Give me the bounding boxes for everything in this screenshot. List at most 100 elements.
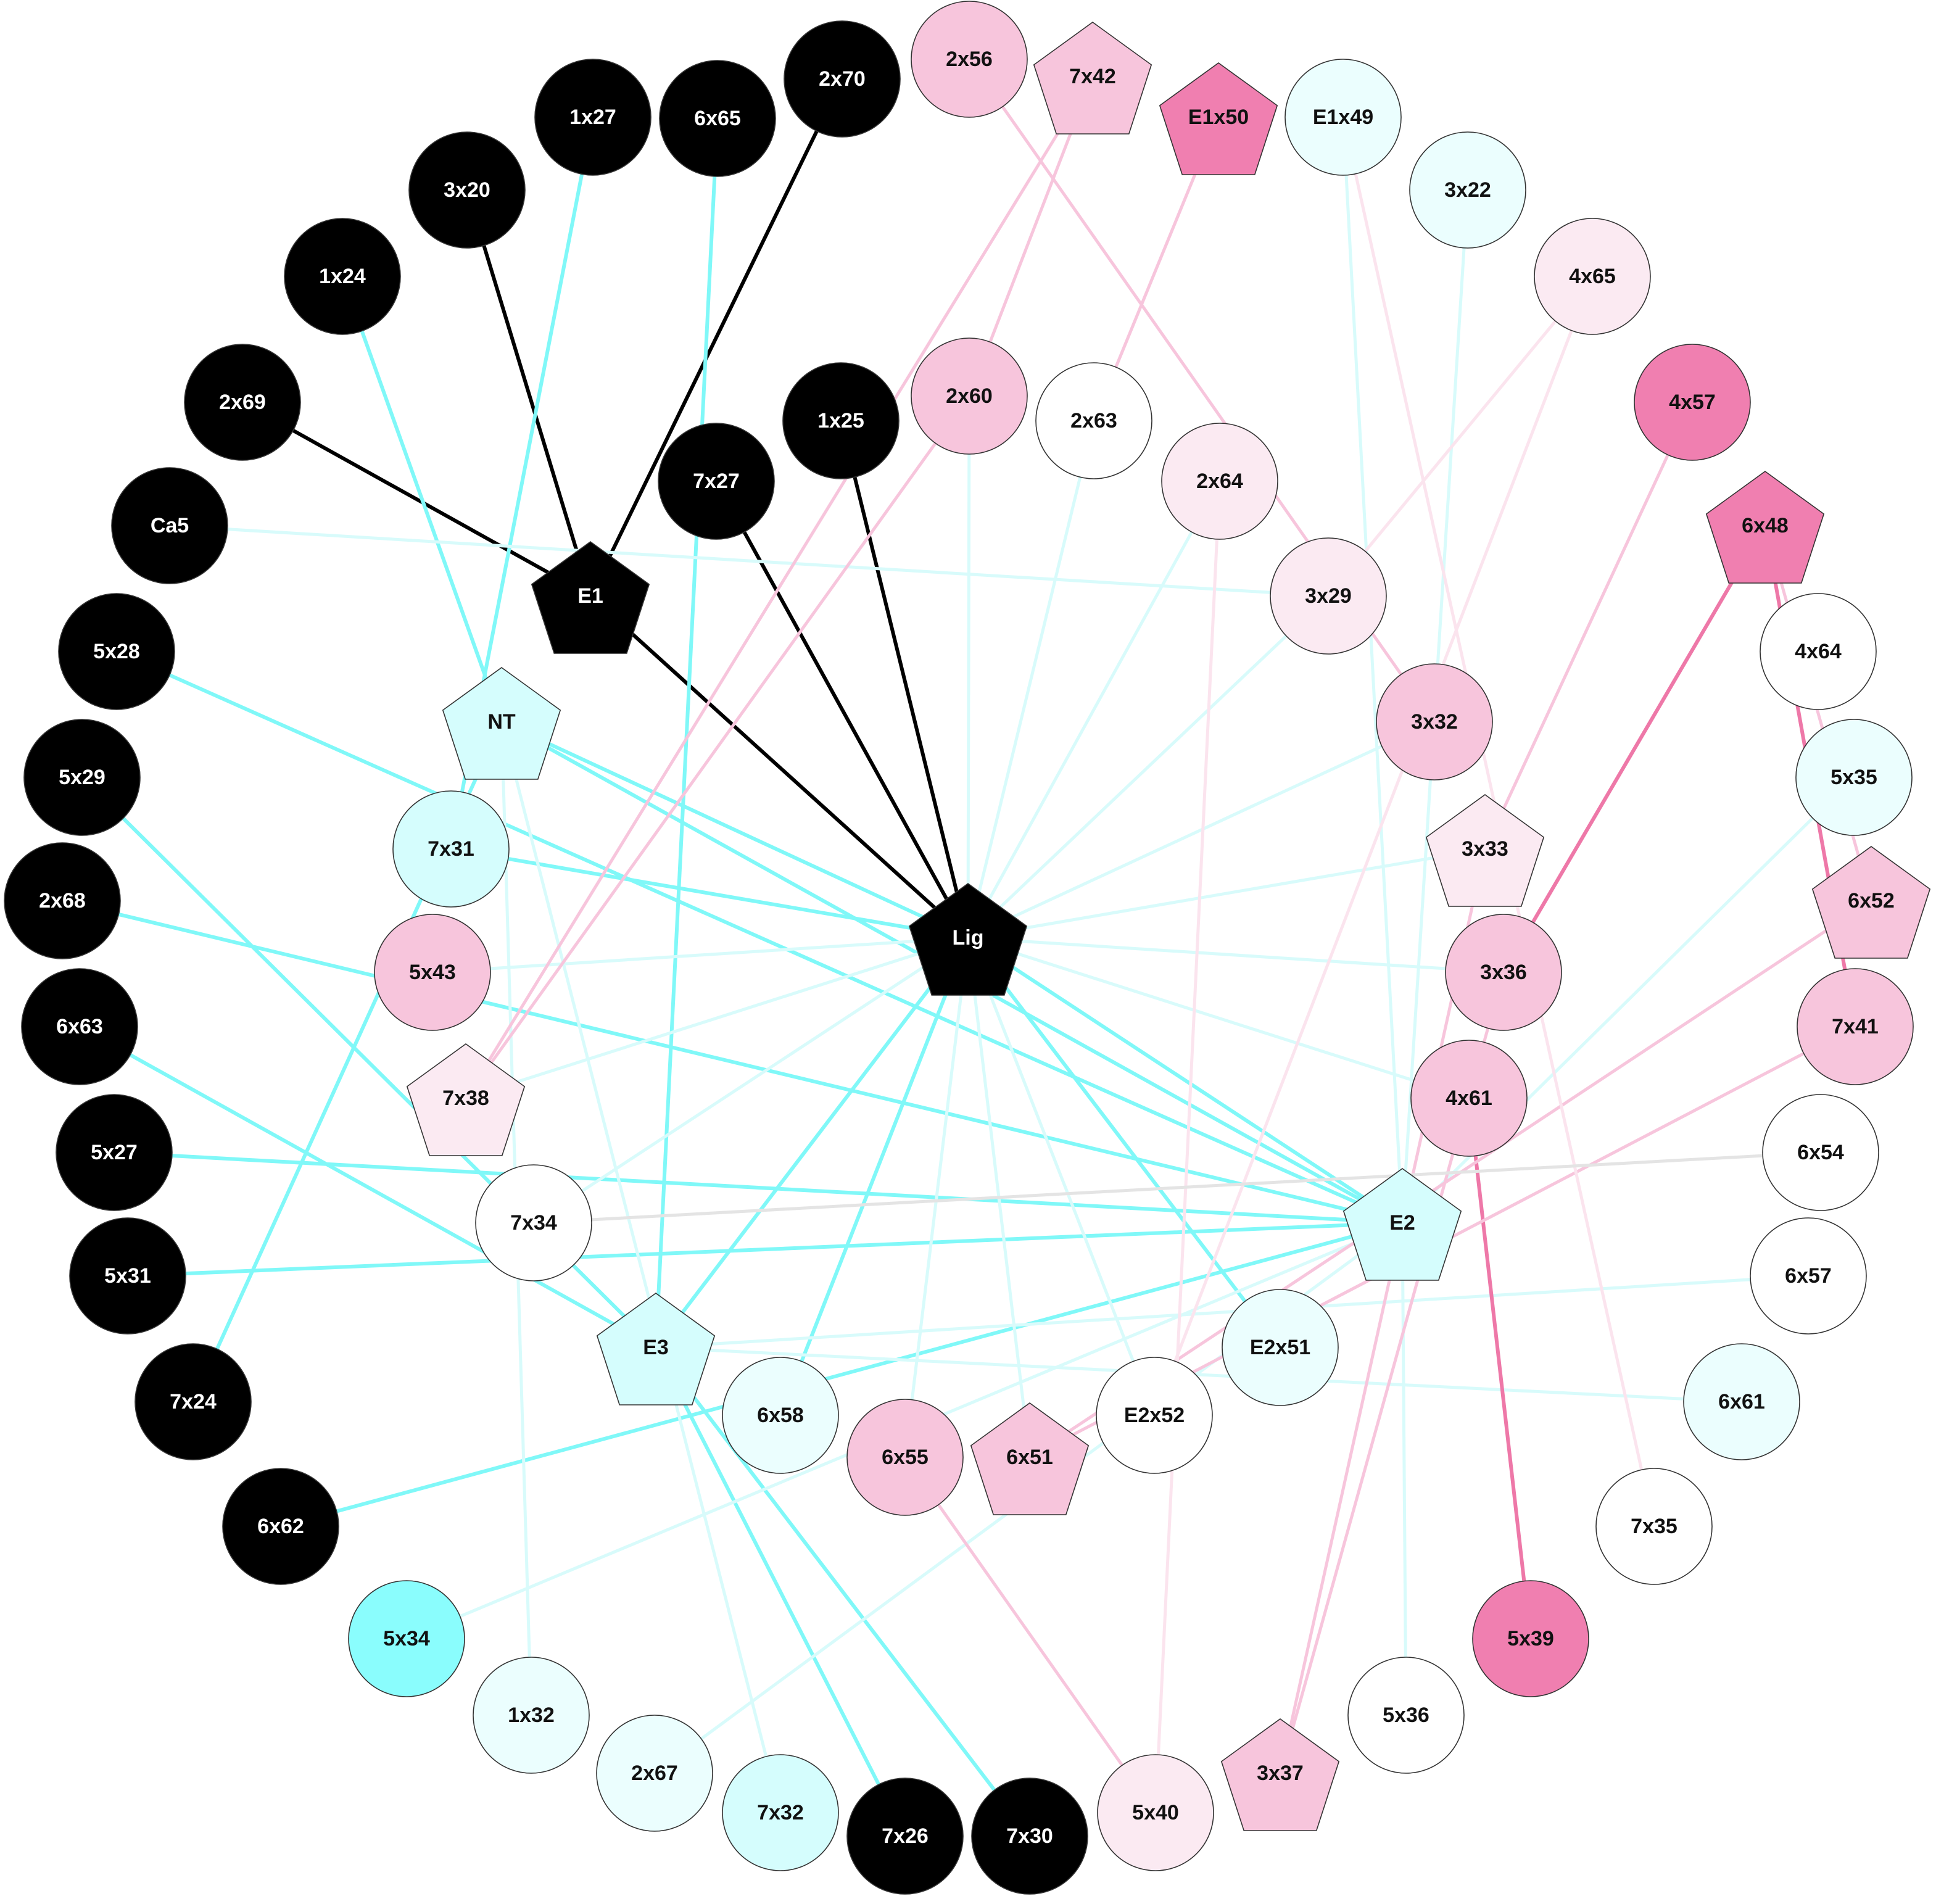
node-4x65[interactable]: 4x65	[1534, 218, 1651, 335]
node-7x27[interactable]: 7x27	[658, 423, 775, 540]
node-label: 3x22	[1444, 178, 1491, 202]
node-5x36[interactable]: 5x36	[1347, 1657, 1465, 1774]
node-6x54[interactable]: 6x54	[1762, 1094, 1879, 1211]
node-E3[interactable]: E3	[596, 1293, 716, 1405]
node-E2x52[interactable]: E2x52	[1096, 1357, 1213, 1474]
edge-Lig-4x61	[967, 936, 1470, 1100]
node-Lig[interactable]: Lig	[908, 883, 1028, 996]
edge-2x60-7x38	[464, 395, 971, 1099]
node-2x56[interactable]: 2x56	[911, 1, 1028, 118]
node-1x25[interactable]: 1x25	[782, 362, 900, 479]
node-4x57[interactable]: 4x57	[1634, 344, 1751, 461]
node-label: 5x40	[1132, 1801, 1179, 1824]
node-7x31[interactable]: 7x31	[392, 790, 510, 908]
node-label: 5x28	[93, 640, 140, 663]
node-4x64[interactable]: 4x64	[1760, 593, 1877, 710]
node-7x38[interactable]: 7x38	[406, 1043, 526, 1156]
circle-shape	[475, 1164, 592, 1281]
node-5x39[interactable]: 5x39	[1472, 1580, 1589, 1697]
node-6x62[interactable]: 6x62	[222, 1468, 339, 1585]
node-E2x51[interactable]: E2x51	[1222, 1289, 1339, 1406]
node-6x61[interactable]: 6x61	[1683, 1343, 1800, 1460]
node-7x32[interactable]: 7x32	[722, 1754, 839, 1871]
pentagon-shape	[1811, 846, 1931, 959]
node-3x29[interactable]: 3x29	[1270, 537, 1387, 655]
node-7x42[interactable]: 7x42	[1033, 22, 1152, 135]
node-1x27[interactable]: 1x27	[534, 59, 652, 176]
node-7x26[interactable]: 7x26	[846, 1778, 964, 1895]
node-E1x49[interactable]: E1x49	[1284, 59, 1402, 176]
node-7x41[interactable]: 7x41	[1797, 968, 1914, 1085]
node-2x63[interactable]: 2x63	[1035, 362, 1152, 479]
node-5x31[interactable]: 5x31	[69, 1217, 186, 1335]
node-label: 4x65	[1569, 265, 1616, 288]
node-2x60[interactable]: 2x60	[911, 337, 1028, 455]
circle-shape	[1347, 1657, 1465, 1774]
node-5x28[interactable]: 5x28	[58, 593, 175, 710]
node-5x40[interactable]: 5x40	[1097, 1754, 1214, 1871]
circle-shape	[392, 790, 510, 908]
node-label: 6x48	[1742, 514, 1789, 537]
node-2x70[interactable]: 2x70	[784, 20, 901, 138]
node-2x67[interactable]: 2x67	[596, 1715, 713, 1832]
node-E1x50[interactable]: E1x50	[1159, 62, 1278, 175]
edge-Lig-E2	[967, 936, 1404, 1225]
node-7x35[interactable]: 7x35	[1595, 1468, 1713, 1585]
node-E1[interactable]: E1	[531, 541, 650, 654]
node-3x36[interactable]: 3x36	[1445, 914, 1562, 1031]
node-6x65[interactable]: 6x65	[659, 60, 776, 177]
node-2x64[interactable]: 2x64	[1161, 423, 1278, 540]
node-3x20[interactable]: 3x20	[408, 131, 526, 249]
node-3x37[interactable]: 3x37	[1220, 1718, 1340, 1831]
circle-shape	[534, 59, 652, 176]
node-6x48[interactable]: 6x48	[1705, 471, 1825, 584]
circle-shape	[596, 1715, 713, 1832]
edge-6x62-E2	[280, 1221, 1403, 1528]
node-6x51[interactable]: 6x51	[970, 1402, 1090, 1515]
node-Ca5[interactable]: Ca5	[111, 467, 228, 584]
edge-Lig-3x33	[967, 847, 1486, 940]
node-label: 7x38	[442, 1087, 489, 1110]
node-6x57[interactable]: 6x57	[1750, 1217, 1867, 1335]
edge-Lig-7x38	[465, 936, 969, 1100]
circle-shape	[184, 344, 301, 461]
edge-Lig-E3	[654, 937, 970, 1349]
node-5x43[interactable]: 5x43	[374, 914, 491, 1031]
node-5x27[interactable]: 5x27	[56, 1094, 173, 1211]
node-label: 6x54	[1797, 1141, 1844, 1164]
node-NT[interactable]: NT	[442, 667, 561, 780]
node-label: 7x42	[1069, 65, 1116, 88]
node-label: 2x56	[946, 48, 993, 71]
node-5x34[interactable]: 5x34	[348, 1580, 465, 1697]
pentagon-shape	[1342, 1168, 1462, 1281]
node-label: 7x24	[170, 1390, 217, 1414]
node-7x24[interactable]: 7x24	[134, 1343, 252, 1460]
circle-shape	[1760, 593, 1877, 710]
node-5x29[interactable]: 5x29	[23, 719, 141, 836]
node-2x68[interactable]: 2x68	[4, 842, 121, 959]
edge-2x68-E2	[62, 899, 1403, 1225]
node-5x35[interactable]: 5x35	[1795, 719, 1913, 836]
node-6x52[interactable]: 6x52	[1811, 846, 1931, 959]
node-E2[interactable]: E2	[1342, 1168, 1462, 1281]
node-3x33[interactable]: 3x33	[1425, 794, 1545, 907]
node-label: 4x61	[1446, 1087, 1492, 1110]
node-6x63[interactable]: 6x63	[21, 968, 138, 1085]
node-3x22[interactable]: 3x22	[1409, 131, 1526, 249]
edge-1x24-NT	[341, 275, 503, 723]
node-1x32[interactable]: 1x32	[473, 1657, 590, 1774]
circle-shape	[23, 719, 141, 836]
circle-shape	[58, 593, 175, 710]
node-3x32[interactable]: 3x32	[1376, 663, 1493, 780]
node-4x61[interactable]: 4x61	[1410, 1040, 1528, 1157]
node-2x69[interactable]: 2x69	[184, 344, 301, 461]
node-label: 3x37	[1257, 1761, 1304, 1785]
node-label: 6x51	[1006, 1446, 1053, 1469]
node-6x55[interactable]: 6x55	[846, 1399, 964, 1516]
edge-layer	[62, 58, 1873, 1837]
circle-shape	[971, 1778, 1088, 1895]
node-7x34[interactable]: 7x34	[475, 1164, 592, 1281]
node-7x30[interactable]: 7x30	[971, 1778, 1088, 1895]
node-1x24[interactable]: 1x24	[284, 218, 401, 335]
node-6x58[interactable]: 6x58	[722, 1357, 839, 1474]
